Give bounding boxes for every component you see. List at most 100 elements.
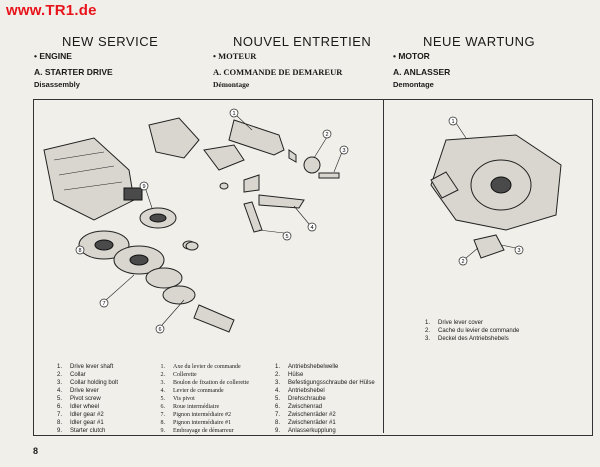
legend-label: Levier de commande — [173, 388, 224, 394]
legend-label: Befestigungsschraube der Hülse — [288, 380, 375, 386]
legend-number: 7. — [160, 412, 166, 418]
legend-number: 2. — [274, 372, 280, 378]
legend-item: 2. Hülse — [270, 371, 375, 379]
legend-label: Idler gear #2 — [70, 412, 104, 418]
legend-label: Axe du levier de commande — [173, 364, 241, 370]
callouts-right: 1 2 3 — [448, 116, 524, 266]
legend-label: Idler wheel — [70, 404, 100, 410]
legend-number: 8. — [160, 420, 166, 426]
legend-item: 4.Antriebshebel — [270, 387, 375, 395]
legend-number: 2. — [424, 328, 430, 334]
legend-number: 1. — [56, 364, 62, 370]
legend-number: 4. — [56, 388, 62, 394]
legend-number: 9. — [56, 428, 62, 434]
legend-item: 6.Roue intermédiaire — [155, 403, 249, 411]
panel-divider — [383, 100, 384, 433]
legend-label: Anlasserkupplung — [288, 428, 336, 434]
legend-number: 1. — [160, 364, 166, 370]
legend-label: Zwischenrad — [288, 404, 323, 410]
legend-number: 1. — [424, 320, 430, 326]
legend-item: 8.Zwischenräder #1 — [270, 419, 375, 427]
callouts-left: 1 2 3 4 5 6 7 8 9 — [75, 108, 349, 334]
column-english: NEW SERVICE • ENGINE A. STARTER DRIVE Di… — [34, 34, 158, 89]
solenoid — [148, 117, 200, 159]
callout-1: 1 — [232, 111, 235, 117]
legend-label: Zwischenräder #1 — [288, 420, 336, 426]
callout-5: 5 — [285, 234, 288, 240]
callout-6: 6 — [158, 327, 161, 333]
legend-number: 7. — [56, 412, 62, 418]
legend-label: Antriebshebelwelle — [288, 364, 339, 370]
section-subtitle: • MOTOR — [393, 51, 430, 61]
legend-number: 5. — [274, 396, 280, 402]
legend-item: 1.Antriebshebelwelle — [270, 363, 375, 371]
legend-item: 9.Anlasserkupplung — [270, 427, 375, 435]
legend-item: 2.Collerette — [155, 371, 249, 379]
drive-lever — [258, 194, 305, 209]
legend-number: 5. — [160, 396, 166, 402]
legend-label: Hülse — [288, 372, 304, 378]
legend-number: 4. — [274, 388, 280, 394]
legend-item: 3. Befestigungsschraube der Hülse — [270, 379, 375, 387]
legend-item: 8.Idler gear #1 — [52, 419, 118, 427]
legend-number: 2. — [56, 372, 62, 378]
column-french: NOUVEL ENTRETIEN • MOTEUR A. COMMANDE DE… — [213, 34, 371, 89]
callout-2: 2 — [461, 259, 464, 265]
legend-number: 3. — [274, 380, 280, 386]
page-number: 8 — [33, 446, 39, 456]
legend-label: Embrayage de démarreur — [173, 428, 234, 434]
starter-housing — [43, 137, 135, 221]
section-title: NEW SERVICE — [62, 34, 159, 49]
section-heading: A. COMMANDE DE DEMAREUR — [213, 67, 343, 77]
legend-number: 6. — [160, 404, 166, 410]
legend-label: Drehschraube — [288, 396, 326, 402]
drive-lever-cover — [473, 234, 505, 259]
legend-label: Zwischenräder #2 — [288, 412, 336, 418]
legend-label: Drive lever — [70, 388, 99, 394]
legend-item: 6.Zwischenrad — [270, 403, 375, 411]
section-heading: A. ANLASSER — [393, 67, 451, 77]
legend-label: Vis pivot — [173, 396, 195, 402]
legend-item: 1. Axe du levier de commande — [155, 363, 249, 371]
section-subheading: Démontage — [213, 80, 250, 89]
section-subtitle: • MOTEUR — [213, 51, 257, 61]
legend-label: Pignon intermédiaire #2 — [173, 412, 231, 418]
legend-item: 7. Pignon intermédiaire #2 — [155, 411, 249, 419]
legend-number: 3. — [424, 336, 430, 342]
legend-label: Cache du levier de commande — [438, 328, 520, 334]
section-title: NOUVEL ENTRETIEN — [233, 34, 372, 49]
legend-item: 7.Zwischenräder #2 — [270, 411, 375, 419]
legend-label: Pignon intermédiaire #1 — [173, 420, 231, 426]
legend-item: 3. Deckel des Antriebshebels — [420, 335, 519, 343]
legend-number: 6. — [56, 404, 62, 410]
legend-label: Collerette — [173, 372, 197, 378]
collar-holding-bolt — [318, 172, 340, 179]
section-subtitle: • ENGINE — [34, 51, 72, 61]
section-heading: A. STARTER DRIVE — [34, 67, 113, 77]
column-german: NEUE WARTUNG • MOTOR A. ANLASSER Demonta… — [393, 34, 535, 89]
drive-lever-shaft — [228, 119, 285, 156]
legend-label: Drive lever shaft — [70, 364, 114, 370]
legend-label: Deckel des Antriebshebels — [438, 336, 509, 342]
legend-number: 3. — [56, 380, 62, 386]
drive-lever-cover-diagram: 1 2 3 — [430, 116, 562, 266]
legend-item: 2.Collar — [52, 371, 118, 379]
legend-item: 6. Idler wheel — [52, 403, 118, 411]
legend-item: 7. Idler gear #2 — [52, 411, 118, 419]
legend-item: 5. Drehschraube — [270, 395, 375, 403]
legend-item: 3.Collar holding bolt — [52, 379, 118, 387]
legend-item: 5. Vis pivot — [155, 395, 249, 403]
starter-shaft — [123, 187, 143, 201]
callout-8: 8 — [78, 248, 81, 254]
site-watermark: www.TR1.de — [6, 2, 97, 19]
legend-item: 1.Drive lever cover — [420, 319, 519, 327]
section-subheading: Disassembly — [34, 80, 80, 89]
idler-wheel — [145, 267, 183, 289]
callout-7: 7 — [102, 301, 105, 307]
collar — [303, 156, 321, 174]
legend-item: 5.Pivot screw — [52, 395, 118, 403]
legend-item: 9.Starter clutch — [52, 427, 118, 435]
